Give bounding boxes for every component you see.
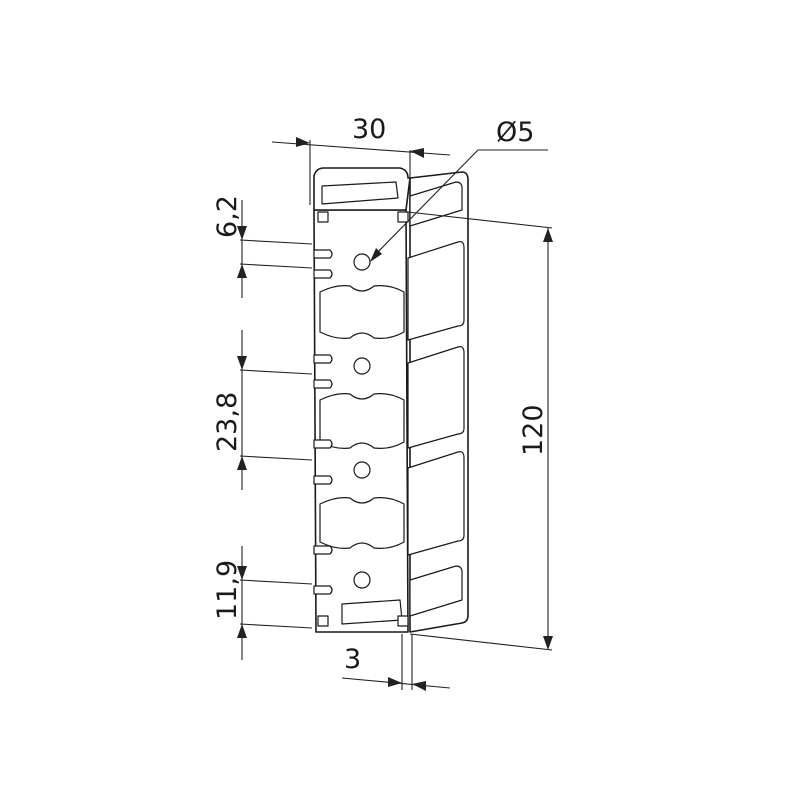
left-slot-notch xyxy=(313,585,333,595)
center-bores xyxy=(353,253,371,589)
dimension-length-label: 120 xyxy=(518,404,549,456)
hatched-cavity xyxy=(319,497,405,549)
center-bore xyxy=(353,571,371,589)
dimension-bottom-pitch-label: 11,9 xyxy=(212,560,243,620)
right-slot-panel xyxy=(407,451,465,556)
center-bore xyxy=(353,461,371,479)
corner-square xyxy=(397,211,409,223)
left-slot-notch xyxy=(313,439,333,449)
dimension-top-pitch-label: 6,2 xyxy=(212,195,243,238)
left-slot-notch xyxy=(313,475,333,485)
right-slot-bottom xyxy=(409,565,463,617)
right-slot-top xyxy=(409,181,463,227)
hatched-cavity-top xyxy=(321,181,399,205)
hatched-cavity xyxy=(319,393,405,449)
center-bore xyxy=(353,357,371,375)
profile-cavities xyxy=(319,181,405,625)
left-slot-notch xyxy=(313,269,333,279)
left-slot-notch xyxy=(313,354,333,364)
center-bore xyxy=(353,253,371,271)
dimension-groove-pitch-label: 23,8 xyxy=(212,392,243,452)
dimension-width-label: 30 xyxy=(352,114,386,145)
corner-square xyxy=(317,211,329,223)
left-slot-notch xyxy=(313,545,333,555)
right-slot-panel xyxy=(407,346,465,449)
corner-square xyxy=(317,615,329,627)
left-slot-notch xyxy=(313,249,333,259)
hatched-cavity-bottom xyxy=(341,599,403,625)
corner-square xyxy=(397,615,409,627)
dimension-hole-diameter-label: Ø5 xyxy=(496,117,534,148)
left-slot-notch xyxy=(313,379,333,389)
left-face-slots xyxy=(313,211,409,627)
dimension-lines xyxy=(237,137,553,691)
dimension-slot-width-label: 3 xyxy=(344,644,361,675)
right-face-slots xyxy=(407,181,465,617)
right-slot-panel xyxy=(407,241,465,341)
hatched-cavity xyxy=(319,285,405,339)
